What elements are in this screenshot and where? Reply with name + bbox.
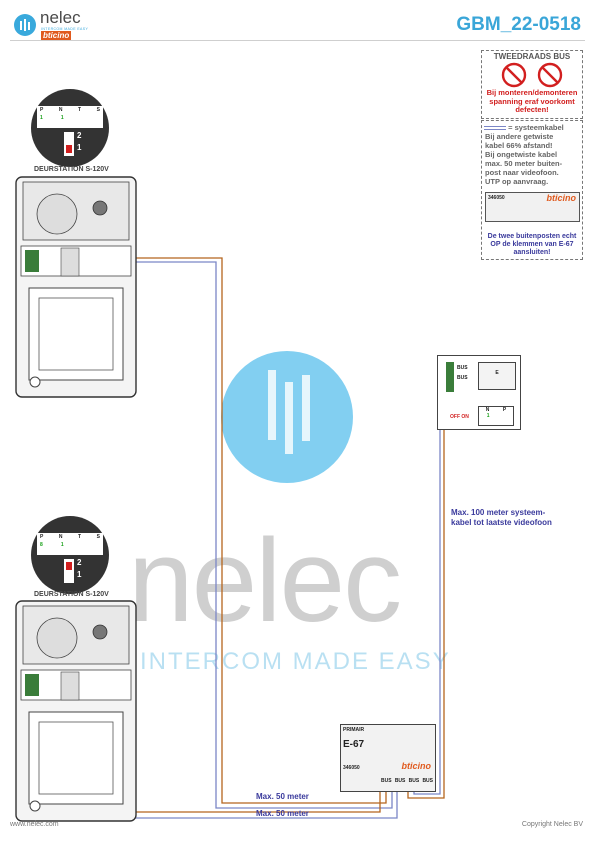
monitor-terminal-block bbox=[446, 362, 454, 392]
monitor-jumper-n-value: 1 bbox=[486, 413, 490, 419]
cable-line-5: post naar videofoon. bbox=[485, 168, 559, 177]
station2-jumper-header-p: P bbox=[40, 534, 44, 540]
bus-note-warning: Bij monteren/demonteren spanning eraf vo… bbox=[486, 88, 578, 114]
cable-note-title: = systeemkabel bbox=[484, 123, 582, 132]
videophone-monitor: BUS BUS E N P 1 OFF ON bbox=[437, 355, 521, 430]
psu-terminal-2: BUS bbox=[394, 778, 406, 784]
station1-dip-1: 1 bbox=[77, 143, 82, 152]
station1-panel bbox=[15, 176, 137, 398]
monitor-jumper-values: 1 bbox=[479, 413, 513, 419]
psu-bticino-logo: bticino bbox=[401, 761, 432, 771]
station2-panel bbox=[15, 600, 137, 822]
cable-note-title-text: systeemkabel bbox=[514, 123, 564, 132]
footer-website: www.nelec.com bbox=[10, 821, 59, 828]
monitor-screen: E bbox=[478, 362, 516, 390]
station1-jumper-header-n: N bbox=[58, 107, 63, 113]
station2-dip: 2 1 bbox=[77, 557, 81, 581]
bticino-logo: bticino bbox=[41, 31, 72, 40]
monitor-jumpers: N P 1 bbox=[478, 406, 514, 426]
cable-line-1: Bij andere getwiste bbox=[485, 132, 554, 141]
station2-jumper-headers: P N T S bbox=[40, 534, 100, 540]
cable-note-lines: Bij andere getwiste kabel 66% afstand! B… bbox=[485, 132, 582, 186]
station2-dip-2: 2 bbox=[77, 558, 82, 567]
brand-name: nelec bbox=[40, 8, 81, 27]
monitor-jumper-headers: N P bbox=[479, 407, 513, 413]
station2-jumper-p-value: 8 bbox=[40, 542, 43, 548]
station2-jumper-header-s: S bbox=[96, 534, 100, 540]
station2-config-badge bbox=[31, 516, 109, 594]
psu-terminals: BUS BUS BUS BUS bbox=[381, 778, 433, 784]
cable-line-3: Bij ongetwiste kabel bbox=[485, 150, 558, 159]
footer-copyright: Copyright Nelec BV bbox=[521, 821, 583, 828]
monitor-jumper-header-p: P bbox=[502, 407, 507, 413]
cable-run-1-label: Max. 50 meter bbox=[256, 792, 309, 801]
station2-label: DEURSTATION S-120V bbox=[34, 591, 109, 598]
watermark-word: nelec bbox=[128, 515, 402, 647]
mini-model: 346050 bbox=[488, 195, 505, 201]
terminal-note: De twee buitenposten echt OP de klemmen … bbox=[487, 233, 577, 256]
cable-note: = systeemkabel Bij andere getwiste kabel… bbox=[481, 120, 583, 260]
watermark-tagline: INTERCOM MADE EASY bbox=[140, 648, 451, 675]
bus-note-title: TWEEDRAADS BUS bbox=[493, 52, 571, 61]
cable-symbol-icon bbox=[484, 126, 506, 131]
bus-warning-note: TWEEDRAADS BUS Bij monteren/demonteren s… bbox=[481, 50, 583, 119]
power-supply-e67: PRIMAIR E-67 346050 bticino BUS BUS BUS … bbox=[340, 724, 436, 792]
mini-e67-module: 346050 bticino bbox=[485, 192, 580, 222]
psu-terminal-1: BUS bbox=[381, 778, 392, 784]
mini-bticino-logo: bticino bbox=[546, 193, 577, 203]
cable-run-2-label: Max. 50 meter bbox=[256, 809, 309, 818]
station2-jumper-values: 8 1 bbox=[40, 542, 100, 548]
monitor-switch-label: OFF ON bbox=[450, 414, 469, 420]
header-divider bbox=[10, 40, 585, 41]
monitor-bus-label-2: BUS bbox=[457, 375, 468, 381]
station2-jumper-header-n: N bbox=[58, 534, 63, 540]
psu-model: E-67 bbox=[343, 739, 365, 750]
station1-jumper-values: 1 1 bbox=[40, 115, 100, 121]
station1-jumper-headers: P N T S bbox=[40, 107, 100, 113]
monitor-jumper-header-n: N bbox=[485, 407, 490, 413]
monitor-bus-label-1: BUS bbox=[457, 365, 468, 371]
psu-part-number: 346050 bbox=[343, 765, 360, 771]
cable-line-4: max. 50 meter buiten- bbox=[485, 159, 563, 168]
station1-jumper-header-t: T bbox=[78, 107, 82, 113]
station2-jumper-n-value: 1 bbox=[60, 542, 64, 548]
cable-line-6: UTP op aanvraag. bbox=[485, 177, 549, 186]
logo-mark-icon bbox=[20, 19, 30, 31]
brand-tagline: INTERCOM MADE EASY bbox=[41, 27, 89, 31]
cable-line-2: kabel 66% afstand! bbox=[485, 141, 553, 150]
riser-cable-note: Max. 100 meter systeem-kabel tot laatste… bbox=[451, 508, 552, 527]
psu-terminal-4: BUS bbox=[422, 778, 433, 784]
station1-config-badge bbox=[31, 89, 109, 167]
monitor-screen-letter: E bbox=[495, 370, 499, 376]
no-power-icons bbox=[501, 62, 563, 88]
station1-dip-2: 2 bbox=[77, 131, 82, 140]
station2-dip-1: 1 bbox=[77, 570, 82, 579]
psu-primary-label: PRIMAIR bbox=[343, 727, 365, 733]
station2-jumper-header-t: T bbox=[78, 534, 82, 540]
station1-jumper-p-value: 1 bbox=[40, 115, 43, 121]
psu-terminal-3: BUS bbox=[408, 778, 420, 784]
station1-jumper-n-value: 1 bbox=[60, 115, 64, 121]
station1-jumper-header-s: S bbox=[96, 107, 100, 113]
station1-dip: 2 1 bbox=[77, 130, 81, 154]
document-id: GBM_22-0518 bbox=[456, 14, 581, 35]
station1-label: DEURSTATION S-120V bbox=[34, 166, 109, 173]
station1-jumper-header-p: P bbox=[40, 107, 44, 113]
